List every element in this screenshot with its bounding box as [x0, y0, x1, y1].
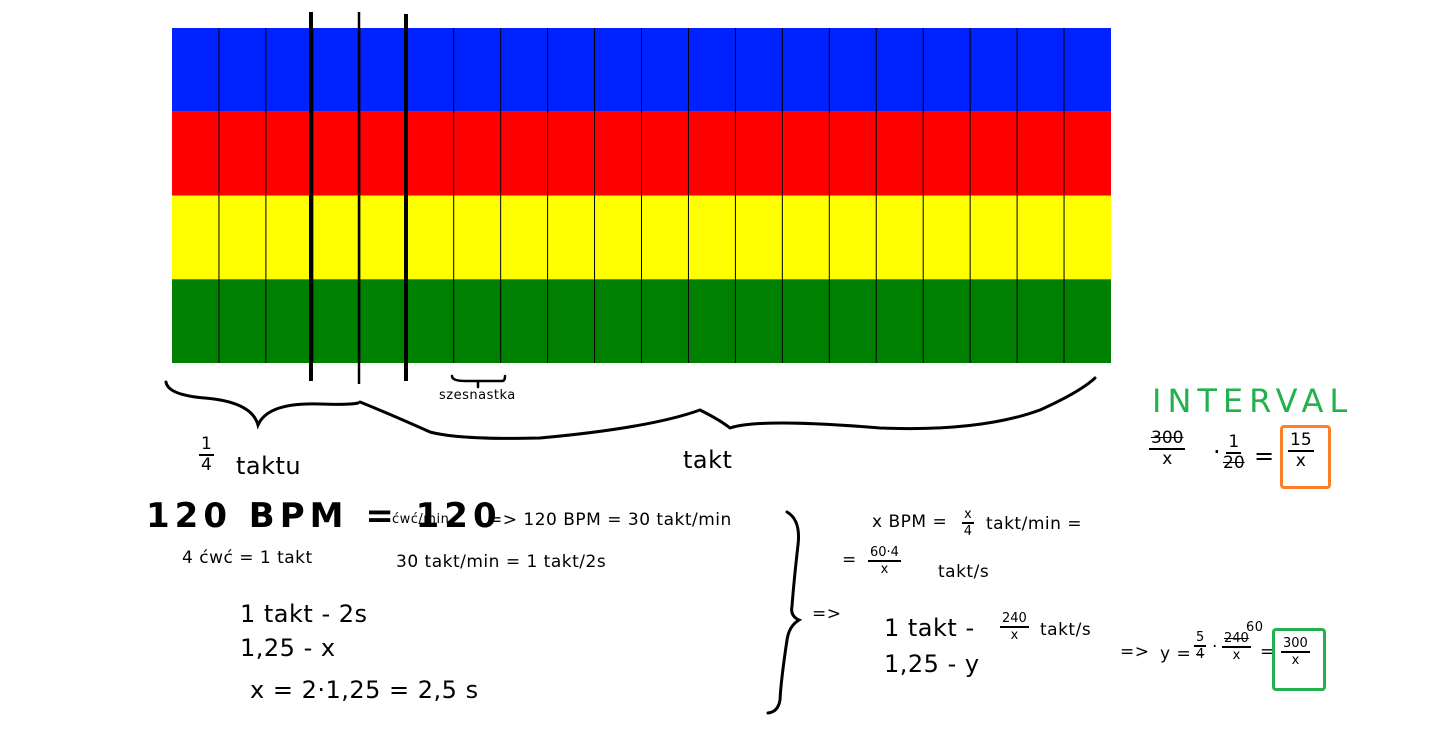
y-f1-numerator: 5 [1194, 630, 1207, 647]
y-f2-denominator: x [1232, 648, 1241, 663]
interval-result-box [1280, 425, 1331, 489]
right-proportion-1: 1 takt - [884, 614, 975, 642]
bpm-conversion: => 120 BPM = 30 takt/min [488, 510, 732, 530]
implies-arrow: => [812, 604, 842, 624]
interval-fraction-2: 1 20 [1223, 434, 1245, 472]
y-equals: y = [1160, 644, 1192, 664]
general-equals: = [842, 550, 857, 570]
interval-result-denominator: x [1295, 451, 1306, 471]
right-proportion-fraction: 240 x [1000, 612, 1029, 642]
interval-f2-numerator: 1 [1226, 432, 1242, 454]
bars-per-second-numerator: 60·4 [868, 545, 901, 562]
system-brace [766, 510, 803, 715]
y-fraction-2: 240 x [1222, 632, 1251, 662]
beat-marker-lines [309, 12, 408, 384]
proportion-line-1: 1 takt - 2s [240, 600, 368, 628]
bars-per-second-unit: takt/s [938, 562, 990, 582]
interval-equals: = [1254, 442, 1275, 470]
general-denominator: 4 [963, 524, 972, 539]
final-denominator: x [1291, 653, 1300, 668]
interval-result-numerator: 15 [1288, 430, 1314, 452]
proportion-line-2: 1,25 - x [240, 634, 336, 662]
y-fraction-1: 5 4 [1194, 630, 1207, 662]
color-grid [172, 28, 1111, 363]
final-numerator: 300 [1281, 636, 1310, 653]
interval-f2-denominator: 20 [1223, 453, 1245, 473]
quarter-numerator: 1 [199, 434, 214, 456]
y-f2-numerator: 240 [1222, 631, 1251, 648]
bars-per-second: 30 takt/min = 1 takt/2s [396, 552, 607, 572]
right-proportion-unit: takt/s [1040, 620, 1092, 640]
quarter-bar-label: taktu [236, 452, 302, 480]
bpm-equation: 120 BPM = 120 [146, 496, 502, 536]
interval-f1-denominator: x [1162, 449, 1173, 469]
sixteenth-bracket [450, 374, 507, 389]
general-bpm: x BPM = [872, 512, 948, 532]
left-result: x = 2·1,25 = 2,5 s [250, 676, 479, 704]
y-multiply: · [1212, 637, 1218, 657]
interval-fraction-1: 300 x [1149, 428, 1186, 469]
sixteenth-label: szesnastka [439, 388, 516, 403]
quarters-per-bar: 4 ćwć = 1 takt [182, 548, 313, 568]
interval-dot: · [1213, 438, 1222, 466]
quarter-fraction: 1 4 [199, 436, 214, 474]
quarter-denominator: 4 [201, 455, 212, 475]
general-numerator: x [962, 507, 974, 524]
general-unit: takt/min = [986, 514, 1083, 534]
interval-title: INTERVAL [1152, 382, 1354, 420]
interval-result-fraction: 15 x [1288, 432, 1314, 470]
y-superscript: 60 [1246, 620, 1264, 635]
final-result-fraction: 300 x [1281, 637, 1310, 667]
right-arrow: => [1120, 642, 1150, 662]
general-fraction: x 4 [962, 508, 974, 538]
right-proportion-2: 1,25 - y [884, 650, 980, 678]
bars-per-second-fraction: 60·4 x [868, 546, 901, 576]
final-result-box [1272, 628, 1326, 691]
bar-brace [358, 376, 1097, 440]
bar-label: takt [683, 446, 733, 474]
y-equals-2: = [1260, 642, 1275, 662]
bars-per-second-denominator: x [880, 562, 889, 577]
right-proportion-denominator: x [1010, 628, 1019, 643]
bpm-unit: ćwć/min [392, 512, 450, 527]
y-f1-denominator: 4 [1196, 647, 1205, 662]
interval-f1-numerator: 300 [1149, 428, 1186, 450]
right-proportion-numerator: 240 [1000, 611, 1029, 628]
quarter-brace [164, 380, 360, 430]
